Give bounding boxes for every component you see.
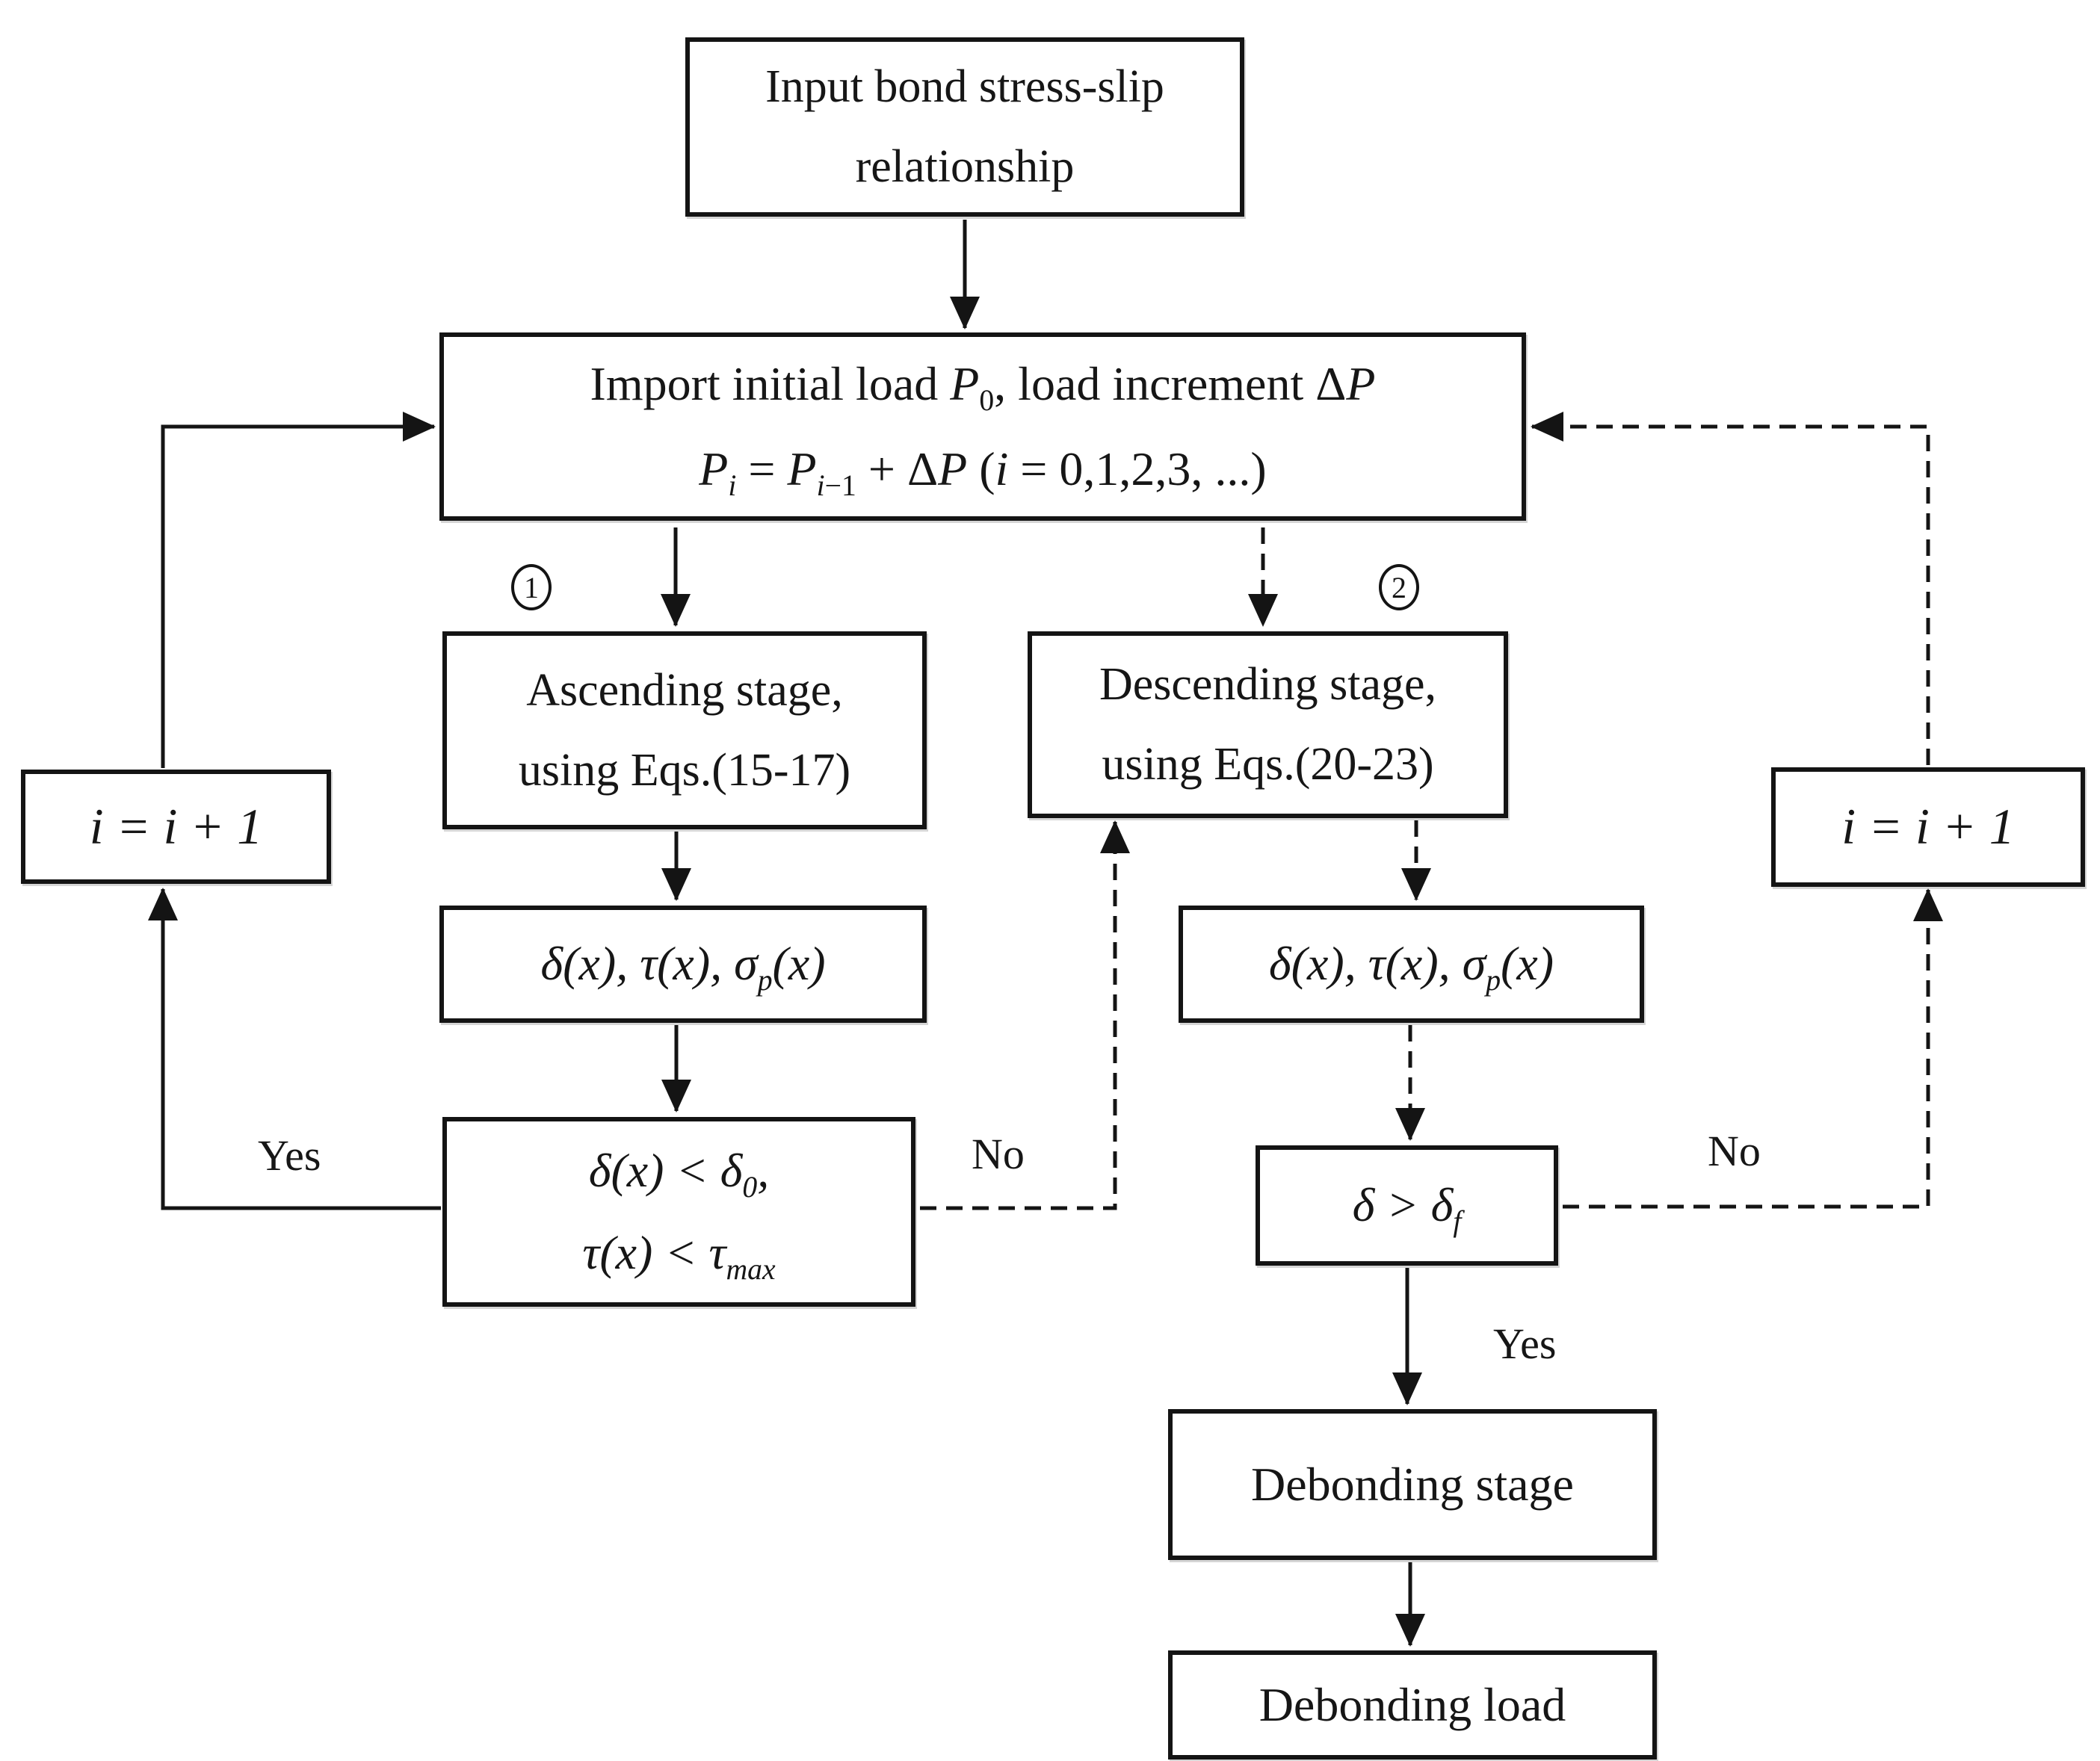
- branch-1-badge: 1: [511, 564, 552, 610]
- label-yes-right: Yes: [1493, 1319, 1557, 1368]
- node-descending: Descending stage,using Eqs.(20-23): [1028, 631, 1508, 818]
- edge-no-to-descending: [920, 820, 1130, 1210]
- node-debonding-load-text: Debonding load: [1259, 1677, 1566, 1731]
- node-decision-ascending-text: δ(x) < δ0,τ(x) < τmax: [582, 1143, 776, 1286]
- node-decision-descending: δ > δf: [1256, 1145, 1558, 1266]
- edge-yes-to-increment-left: [148, 888, 441, 1210]
- edge-no-to-increment-right: [1563, 888, 1943, 1209]
- node-import-line1: Import initial load P0, load increment Δ…: [590, 357, 1376, 418]
- node-increment-right-text: i = i + 1: [1841, 798, 2015, 855]
- node-ascending-text: Ascending stage,using Eqs.(15-17): [518, 664, 851, 796]
- node-delta-right: δ(x), τ(x), σp(x): [1179, 906, 1644, 1023]
- edge-increment-right-to-import: [1531, 412, 1930, 765]
- node-delta-left: δ(x), τ(x), σp(x): [439, 906, 927, 1023]
- label-no-right: No: [1708, 1127, 1761, 1175]
- node-debonding-stage: Debonding stage: [1168, 1409, 1657, 1560]
- node-ascending: Ascending stage,using Eqs.(15-17): [442, 631, 927, 829]
- node-import: Import initial load P0, load increment Δ…: [439, 332, 1526, 521]
- branch-2-badge: 2: [1379, 564, 1419, 610]
- node-decision-descending-text: δ > δf: [1352, 1178, 1462, 1238]
- node-descending-text: Descending stage,using Eqs.(20-23): [1099, 659, 1437, 790]
- node-decision-ascending: δ(x) < δ0,τ(x) < τmax: [442, 1117, 915, 1307]
- node-increment-left: i = i + 1: [21, 770, 331, 884]
- label-no-left: No: [972, 1130, 1025, 1178]
- edge-increment-left-to-import: [161, 412, 436, 768]
- node-import-line2: Pi = Pi−1 + ΔP (i = 0,1,2,3, ...): [699, 442, 1267, 502]
- node-delta-right-text: δ(x), τ(x), σp(x): [1268, 937, 1554, 997]
- node-increment-left-text: i = i + 1: [89, 797, 263, 855]
- label-yes-left: Yes: [258, 1131, 321, 1180]
- node-increment-right: i = i + 1: [1771, 767, 2085, 887]
- node-delta-left-text: δ(x), τ(x), σp(x): [540, 937, 826, 997]
- node-debonding-load: Debonding load: [1168, 1650, 1657, 1760]
- node-debonding-stage-text: Debonding stage: [1251, 1457, 1574, 1511]
